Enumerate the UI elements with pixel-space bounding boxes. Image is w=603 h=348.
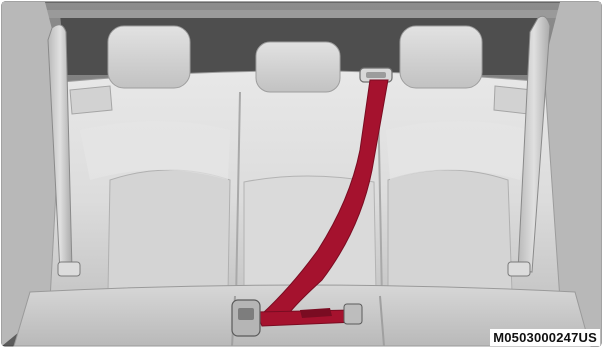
headrest-center-icon (256, 42, 340, 92)
headrest-right-icon (400, 26, 482, 88)
figure-id-label: M0503000247US (490, 329, 600, 346)
left-seatback-lumbar (108, 170, 230, 296)
right-seatback-lumbar (388, 170, 512, 296)
headrest-left-icon (108, 26, 190, 88)
